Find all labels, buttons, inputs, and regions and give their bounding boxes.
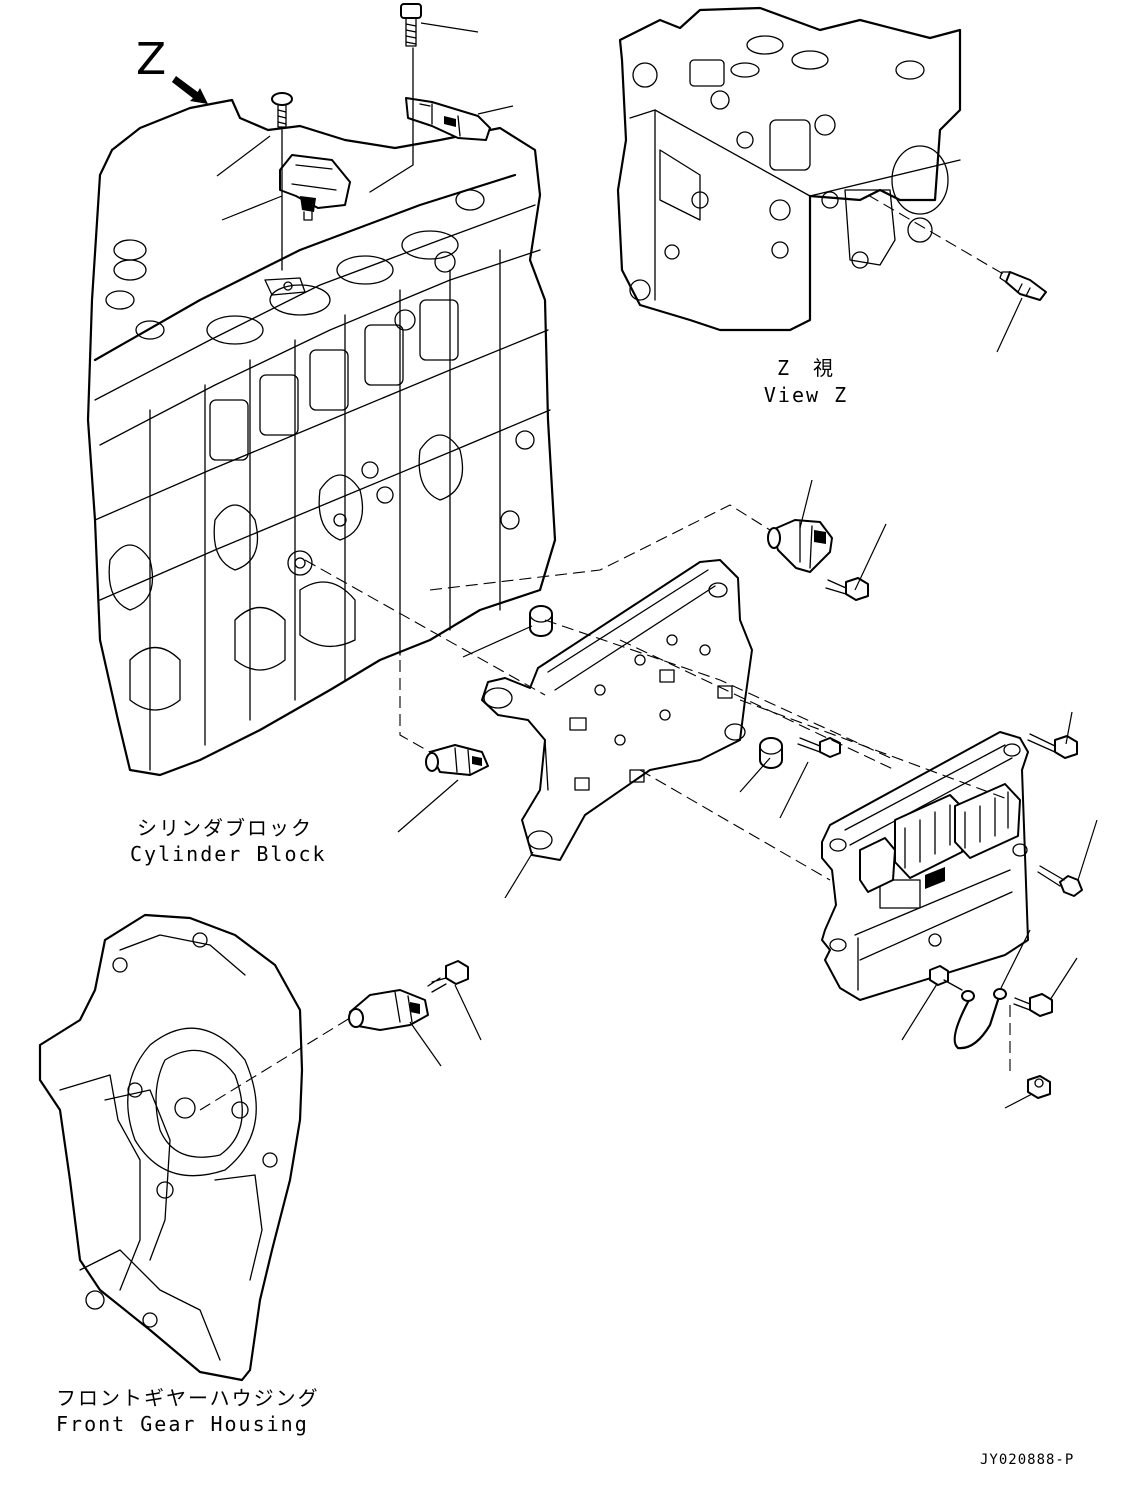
oil-pressure-sensor <box>426 745 488 775</box>
bolt-top-2 <box>272 93 292 127</box>
bolt-ecm-1 <box>1028 734 1077 758</box>
drawing-code: JY020888-P <box>980 1452 1075 1468</box>
boost-sensor <box>280 155 350 220</box>
view-z-label-en: View Z <box>763 383 849 407</box>
temp-sensor-viewz <box>1000 272 1046 300</box>
assembly-lines <box>305 505 1010 1075</box>
ground-strap <box>930 966 1006 1048</box>
bolt-cam <box>826 578 868 600</box>
front-gear-label-en: Front Gear Housing <box>56 1412 309 1436</box>
pressure-sensor-top <box>406 98 490 140</box>
cylinder-block-label-jp: シリンダブロック <box>137 816 313 840</box>
bolt-ecm-2 <box>1038 866 1082 896</box>
rubber-mount-2 <box>760 738 782 768</box>
speed-sensor-gear <box>349 990 428 1030</box>
view-z <box>618 8 960 330</box>
front-gear-label-jp: フロントギヤーハウジング <box>56 1386 320 1410</box>
cam-sensor <box>768 520 832 572</box>
nut-ecm <box>1028 1076 1050 1098</box>
view-arrow-icon <box>172 76 208 104</box>
cylinder-block-label-en: Cylinder Block <box>130 842 327 866</box>
cylinder-block <box>88 100 555 775</box>
rubber-mount-1 <box>530 606 552 636</box>
bolt-top-1 <box>401 4 421 46</box>
bolt-ecm-3 <box>1014 994 1052 1016</box>
view-z-letter: Z <box>136 34 167 85</box>
bolt-gear <box>428 961 468 992</box>
view-z-label-jp: Z 視 <box>776 356 836 380</box>
leader-lines <box>217 23 1097 1108</box>
bolt-mount <box>798 738 840 757</box>
ecm-unit <box>822 732 1028 1000</box>
ecm-bracket <box>482 560 752 860</box>
front-gear-housing <box>40 915 302 1380</box>
